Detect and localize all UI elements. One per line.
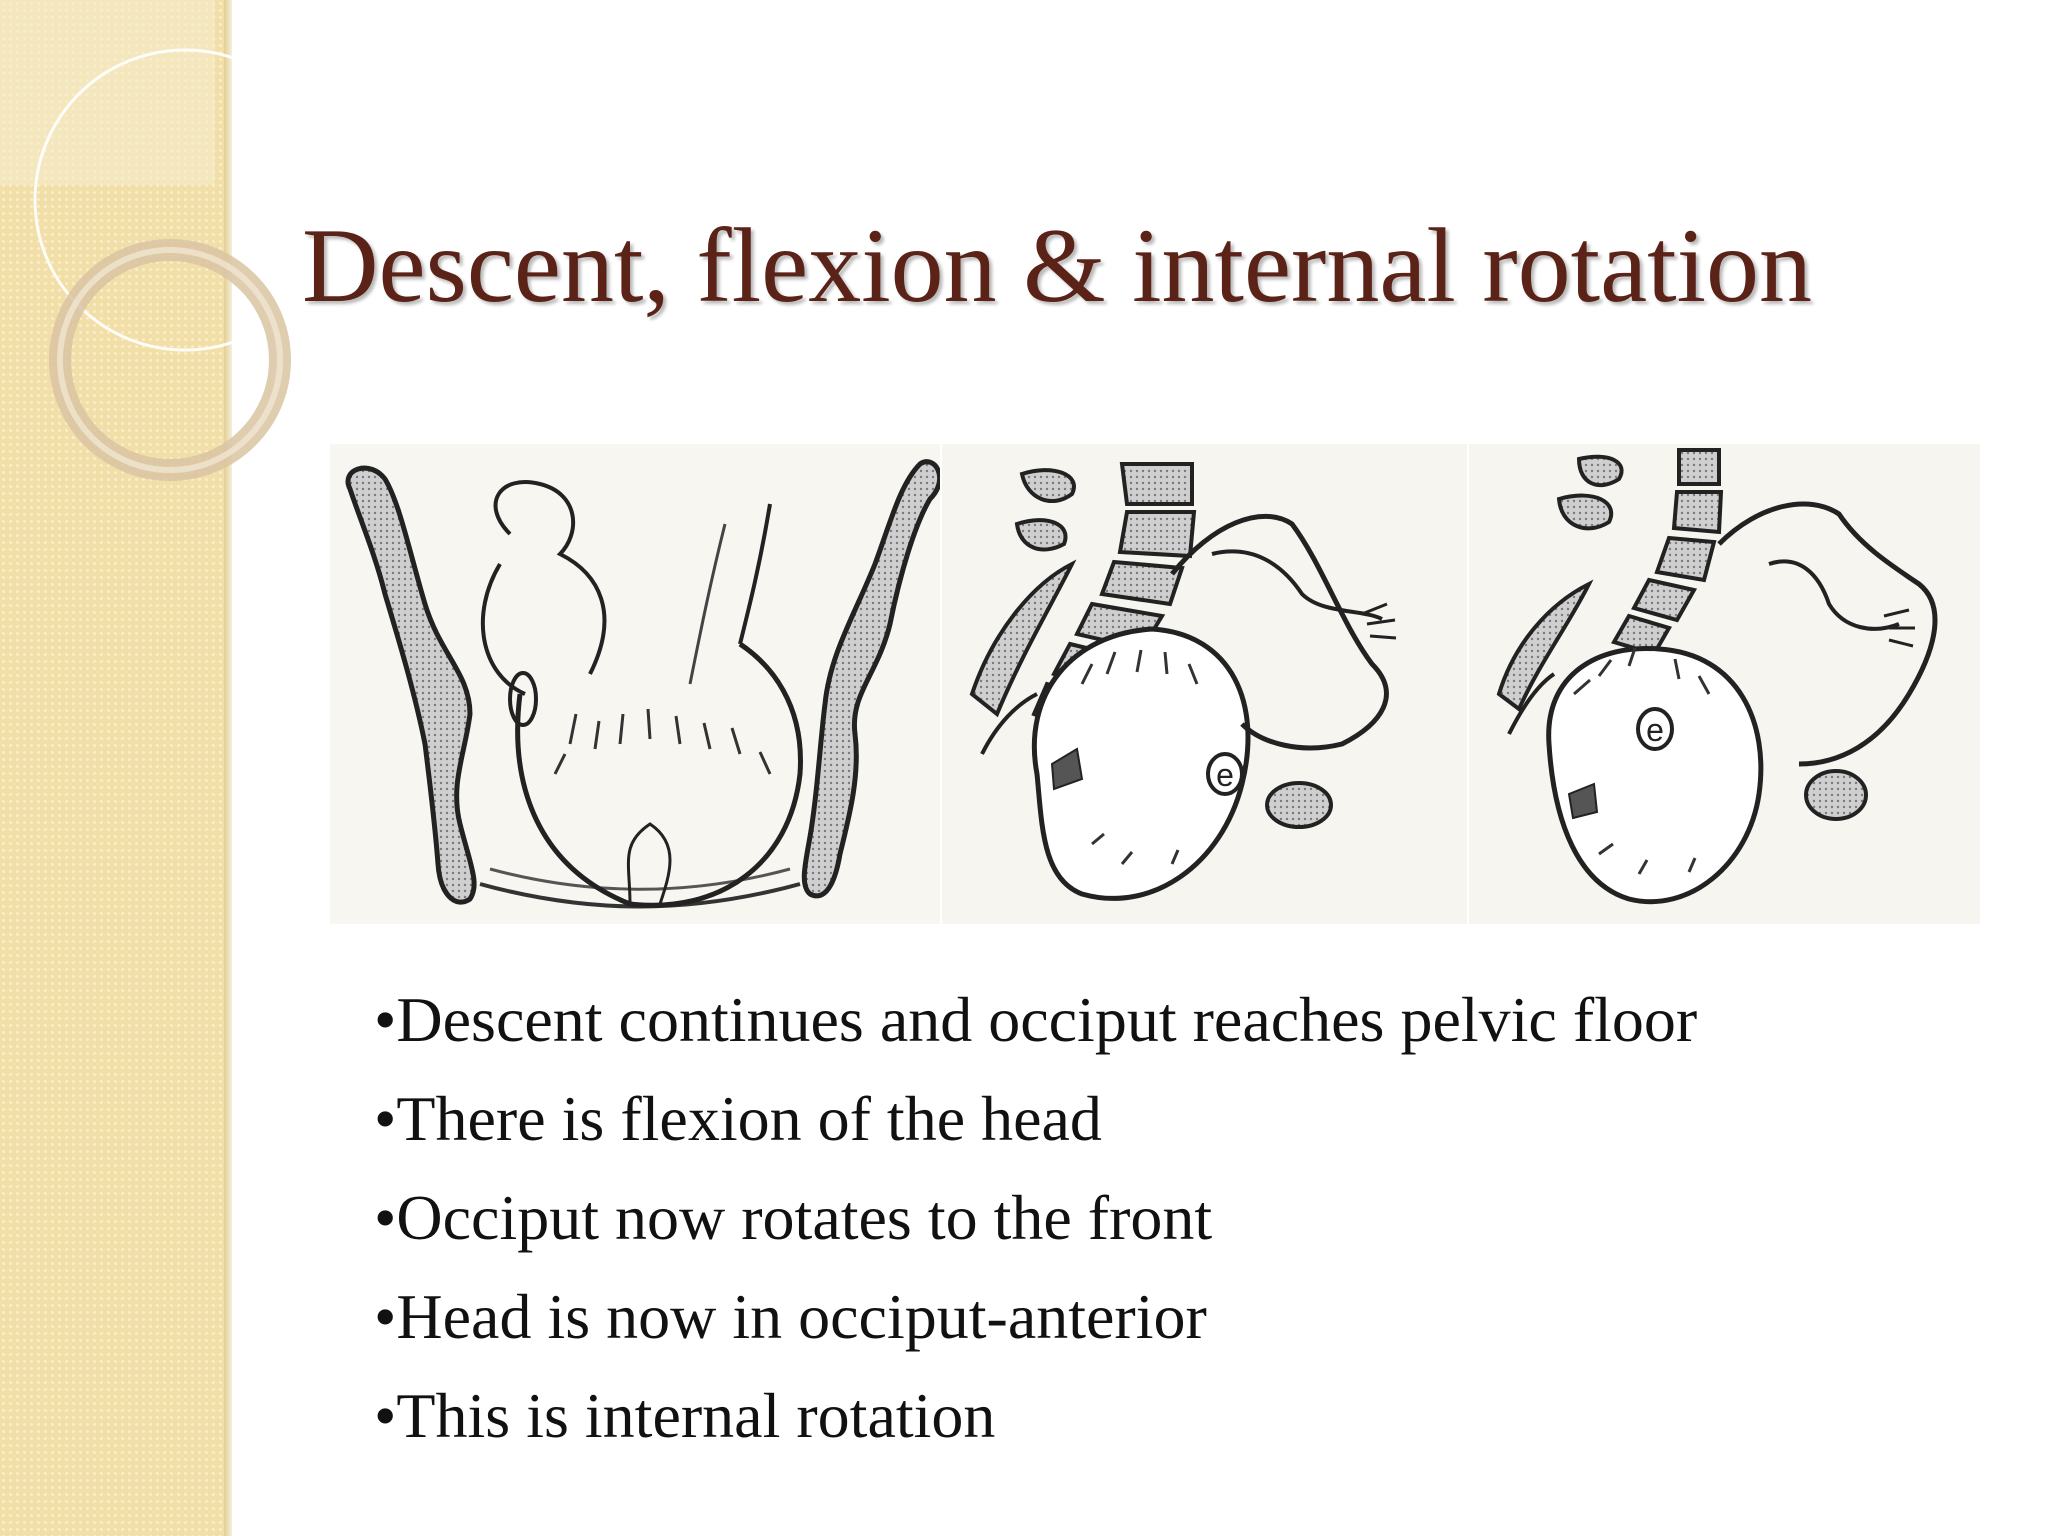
labor-mechanism-figure: e	[330, 444, 1980, 924]
bullet-item: There is flexion of the head	[374, 1069, 1974, 1168]
ear-mark-label: e	[1216, 757, 1234, 793]
slide-title: Descent, flexion & internal rotation	[302, 207, 1813, 324]
bullet-item: Descent continues and occiput reaches pe…	[374, 970, 1974, 1069]
bullet-item: This is internal rotation	[374, 1366, 1974, 1465]
pelvis-side-view-rotated-illustration: e	[1469, 444, 1980, 924]
decorative-rings-ornament	[0, 0, 300, 481]
pelvis-front-view-illustration	[330, 444, 940, 924]
bullet-item: Head is now in occiput-anterior	[374, 1267, 1974, 1366]
bullet-list: Descent continues and occiput reaches pe…	[374, 970, 1974, 1465]
side-band-edge	[224, 0, 232, 1536]
bullet-item: Occiput now rotates to the front	[374, 1168, 1974, 1267]
ear-mark-label: e	[1646, 712, 1664, 748]
pelvis-side-view-illustration: e	[942, 444, 1467, 924]
